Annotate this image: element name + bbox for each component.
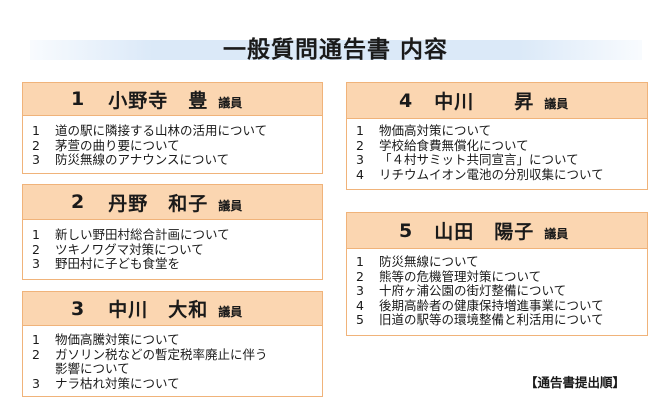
councilor-role: 議員 bbox=[218, 305, 243, 319]
councilor-name: 山田 陽子 bbox=[434, 221, 535, 243]
councilor-name: 中川 昇 bbox=[434, 91, 535, 113]
card-number: 3 bbox=[71, 297, 85, 320]
card-header: 3 中川 大和 議員 bbox=[23, 292, 322, 326]
question-item: 3「４村サミット共同宣言」について bbox=[356, 152, 579, 167]
footer-note: 【通告書提出順】 bbox=[524, 375, 625, 390]
card-number: 1 bbox=[71, 88, 85, 110]
councilor-role: 議員 bbox=[218, 198, 243, 213]
card-header: 5 山田 陽子 議員 bbox=[347, 213, 647, 249]
card-number: 4 bbox=[399, 89, 413, 112]
councilor-name: 小野寺 豊 bbox=[108, 89, 209, 112]
page-title: 一般質問通告書 内容 bbox=[222, 37, 448, 63]
title-band bbox=[30, 40, 642, 60]
councilor-role: 議員 bbox=[544, 227, 569, 241]
card-number: 2 bbox=[71, 191, 85, 213]
card-header: 1 小野寺 豊 議員 bbox=[23, 83, 322, 116]
card-header: 4 中川 昇 議員 bbox=[347, 83, 647, 119]
councilor-role: 議員 bbox=[544, 97, 569, 111]
card-header: 2 丹野 和子 議員 bbox=[23, 185, 322, 220]
card-number: 5 bbox=[399, 219, 413, 242]
councilor-name: 丹野 和子 bbox=[108, 192, 209, 215]
councilor-role: 議員 bbox=[218, 95, 243, 110]
councilor-name: 中川 大和 bbox=[108, 299, 209, 321]
question-item-continuation: 影響について bbox=[55, 361, 130, 376]
